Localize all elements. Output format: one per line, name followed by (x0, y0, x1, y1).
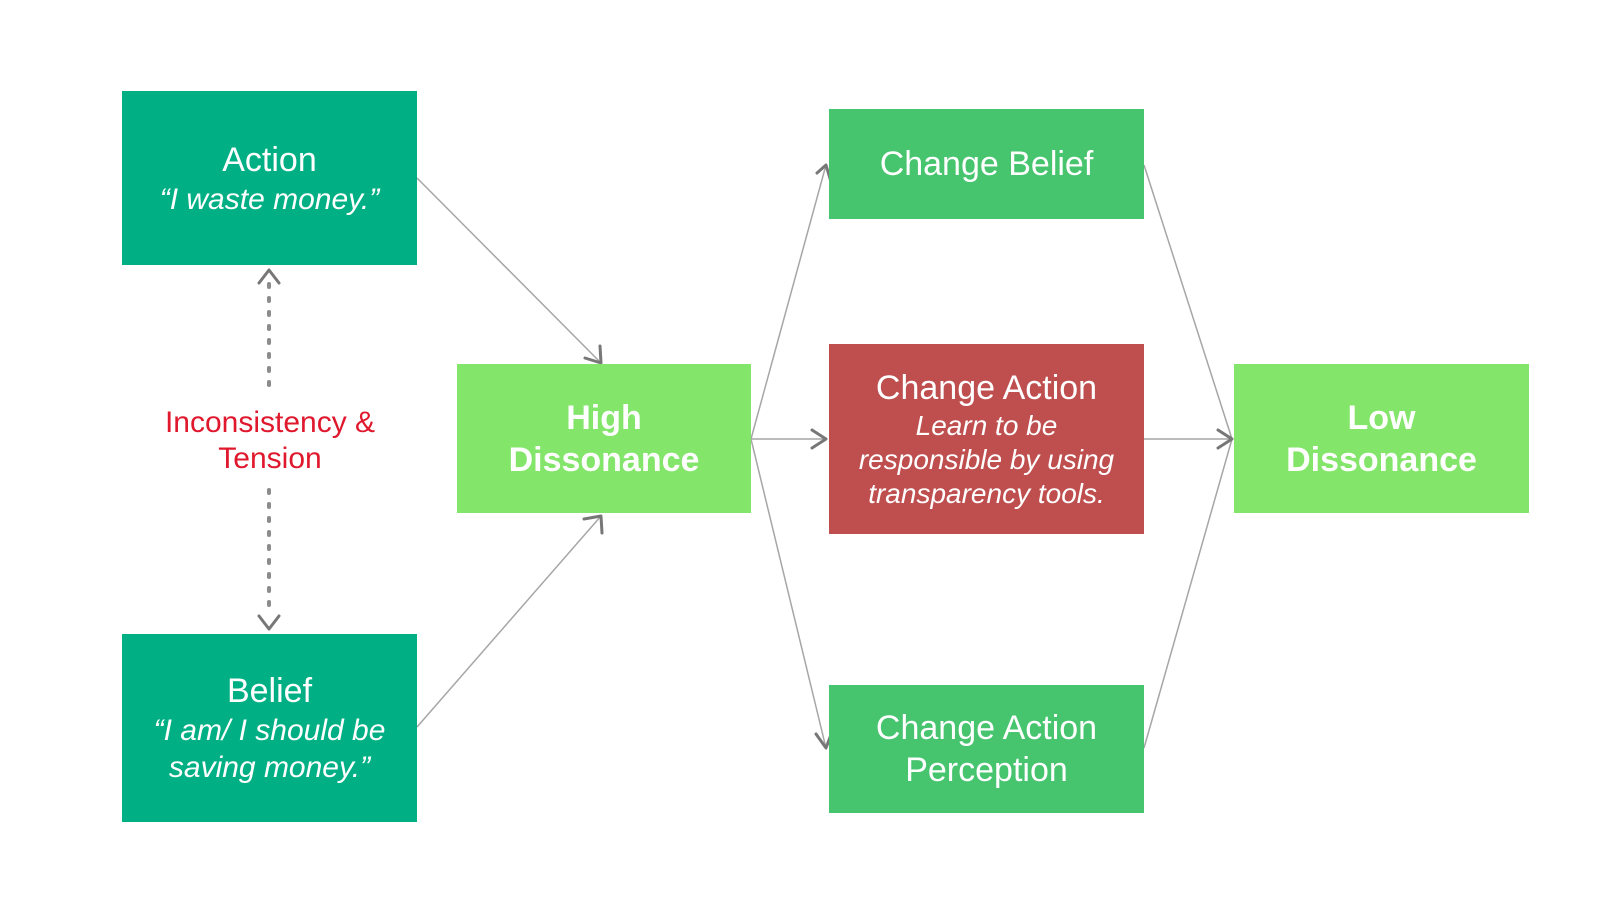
belief-title: Belief (226, 672, 313, 710)
change-action-perception-box: Change Action Perception (829, 685, 1144, 813)
arrowhead-into-change-action (810, 428, 828, 450)
action-quote: “I waste money.” (159, 182, 380, 216)
action-box: Action “I waste money.” (122, 91, 417, 265)
change-action-box: Change Action Learn to be responsible by… (829, 344, 1144, 534)
connector-high-to-change-belief (750, 164, 827, 440)
arrowhead-into-low (1216, 428, 1234, 450)
change-action-subtitle: Learn to be responsible by using transpa… (858, 410, 1115, 509)
tension-arrowhead-up (257, 268, 281, 285)
change-action-perception-label: Change Action Perception (875, 709, 1098, 789)
connector-high-to-change-perception (750, 438, 827, 749)
belief-box: Belief “I am/ I should be saving money.” (122, 634, 417, 822)
tension-label: Inconsistency & Tension (164, 406, 376, 475)
tension-arrowhead-down (257, 614, 281, 631)
arrowhead-into-high-top (583, 344, 603, 365)
high-dissonance-box: High Dissonance (457, 364, 751, 513)
connector-change-belief-to-low (1143, 164, 1233, 440)
low-dissonance-box: Low Dissonance (1234, 364, 1529, 513)
connector-action-to-high (416, 177, 602, 364)
connector-change-perception-to-low (1143, 438, 1233, 749)
arrowhead-into-high-bottom (582, 514, 604, 535)
change-action-title: Change Action (875, 369, 1098, 407)
low-dissonance-label: Low Dissonance (1286, 398, 1477, 479)
connector-belief-to-high (416, 515, 602, 728)
belief-quote: “I am/ I should be saving money.” (153, 714, 386, 784)
change-belief-label: Change Belief (879, 145, 1094, 183)
change-belief-box: Change Belief (829, 109, 1144, 219)
action-title: Action (222, 140, 317, 179)
high-dissonance-label: High Dissonance (508, 398, 700, 479)
